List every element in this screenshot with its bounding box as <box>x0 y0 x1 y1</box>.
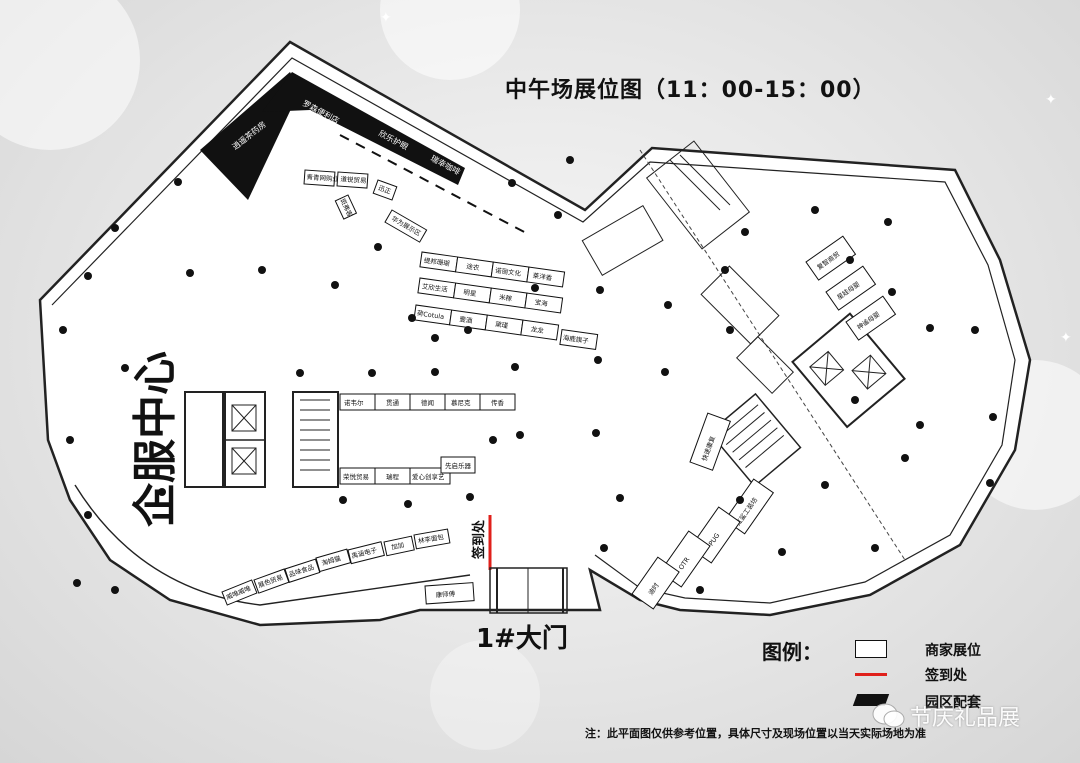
booth-row-mid-bottom: 荣悦贸易 瑞程 爱心创享艺 <box>339 467 451 485</box>
svg-text:莱洋香: 莱洋香 <box>532 271 553 283</box>
booth-right-mid: 快速康复 <box>689 412 731 471</box>
booth-group-right-top: 复智商贸 星娃母婴 神谧母婴 <box>805 235 897 341</box>
svg-text:壹酒: 壹酒 <box>459 314 474 325</box>
booth <box>372 179 398 201</box>
booth-row-bottom-arc: 威唯威唯 展色贸易 品味食品 淘姆猫 禹涵电子 加加 林李面包 <box>221 528 451 606</box>
svg-text:传香: 传香 <box>491 398 505 407</box>
sparkle-icon: ✦ <box>1060 330 1072 346</box>
legend-label-booth: 商家展位 <box>925 643 981 659</box>
booth <box>303 169 336 187</box>
svg-text:荣悦贸易: 荣悦贸易 <box>343 472 369 481</box>
escalator-right-upper <box>645 140 751 250</box>
sparkle-icon: ✦ <box>380 10 392 26</box>
svg-text:宝海: 宝海 <box>534 297 549 308</box>
legend-title: 图例： <box>762 640 822 664</box>
booth-row-2: 艾欣生活 明星 米稼 宝海 <box>417 277 564 314</box>
disclaimer-note: 注：此平面图仅供参考位置，具体尺寸及现场位置以当天实际场地为准 <box>585 727 926 740</box>
sparkle-icon: ✦ <box>1045 92 1057 108</box>
booth <box>384 209 428 243</box>
legend-swatch-signin <box>855 673 887 676</box>
escalator-right-mid <box>700 265 794 394</box>
wechat-icon <box>872 703 905 728</box>
stairs-center <box>581 204 664 277</box>
svg-text:德闻: 德闻 <box>421 398 434 407</box>
legend-swatch-booth <box>855 640 887 658</box>
right-stairs <box>708 392 802 488</box>
booth <box>334 194 358 220</box>
svg-text:贯通: 贯通 <box>386 398 400 407</box>
building-inner-outline <box>51 57 1016 604</box>
svg-text:海鹿旗子: 海鹿旗子 <box>562 333 589 346</box>
booth-row-1: 缇邦珊瑚 途农 诺丽文化 莱洋香 <box>419 251 566 288</box>
booth-label: 道锐贸易 <box>340 174 367 185</box>
gate-doors <box>489 567 568 614</box>
curved-corridor <box>74 484 471 606</box>
svg-text:米稼: 米稼 <box>499 292 514 303</box>
svg-text:龙龙: 龙龙 <box>530 324 545 335</box>
bokeh-light <box>430 640 540 750</box>
svg-text:瑞程: 瑞程 <box>386 472 400 481</box>
svg-text:黛瑾: 黛瑾 <box>495 319 510 330</box>
columns <box>59 156 997 594</box>
svg-text:康师傅: 康师傅 <box>435 589 456 599</box>
booth-label: 青青网购业 <box>306 172 340 183</box>
svg-text:明星: 明星 <box>463 288 477 298</box>
legend-label-signin: 签到处 <box>925 668 967 684</box>
zone-corporate-center: 企服中心 <box>130 351 181 527</box>
right-core <box>791 312 906 429</box>
booth-mid-side: 先启乐器 <box>440 456 476 474</box>
signin-label: 签到处 <box>472 519 488 560</box>
gate-label: 1#大门 <box>476 624 568 654</box>
left-core <box>184 391 339 488</box>
booth-row-3: 荷Cotula 壹酒 黛瑾 龙龙 海鹿旗子 <box>413 304 599 350</box>
svg-text:慕尼克: 慕尼克 <box>451 398 471 407</box>
svg-text:爱心创享艺: 爱心创享艺 <box>412 472 445 481</box>
svg-text:诺韦尔: 诺韦尔 <box>344 398 364 407</box>
svg-text:诺丽文化: 诺丽文化 <box>495 265 522 278</box>
watermark: 节庆礼品展 <box>910 706 1021 731</box>
booth-group-right-lower: 红鲨工装坊 PUG OTR 迪时 <box>631 478 775 610</box>
svg-text:先启乐器: 先启乐器 <box>445 461 472 470</box>
facility-bar <box>262 72 465 185</box>
page-title: 中午场展位图（11：00-15：00） <box>505 78 876 103</box>
dashed-axis <box>639 149 906 561</box>
booth <box>336 171 369 189</box>
facility-block: 逍遥茶药房 罗森便利店 欣乐护眼 瑞幸咖啡 <box>200 72 465 200</box>
booth-kang: 康师傅 <box>424 582 475 605</box>
svg-text:艾欣生活: 艾欣生活 <box>421 281 448 294</box>
legend-label-facility: 园区配套 <box>925 695 981 711</box>
svg-text:加加: 加加 <box>390 540 405 552</box>
svg-text:荷Cotula: 荷Cotula <box>416 308 444 321</box>
booth-row-mid-top: 诺韦尔 贯通 德闻 慕尼克 传香 <box>339 393 516 411</box>
svg-text:缇邦珊瑚: 缇邦珊瑚 <box>423 255 450 268</box>
svg-text:途农: 途农 <box>466 261 481 272</box>
